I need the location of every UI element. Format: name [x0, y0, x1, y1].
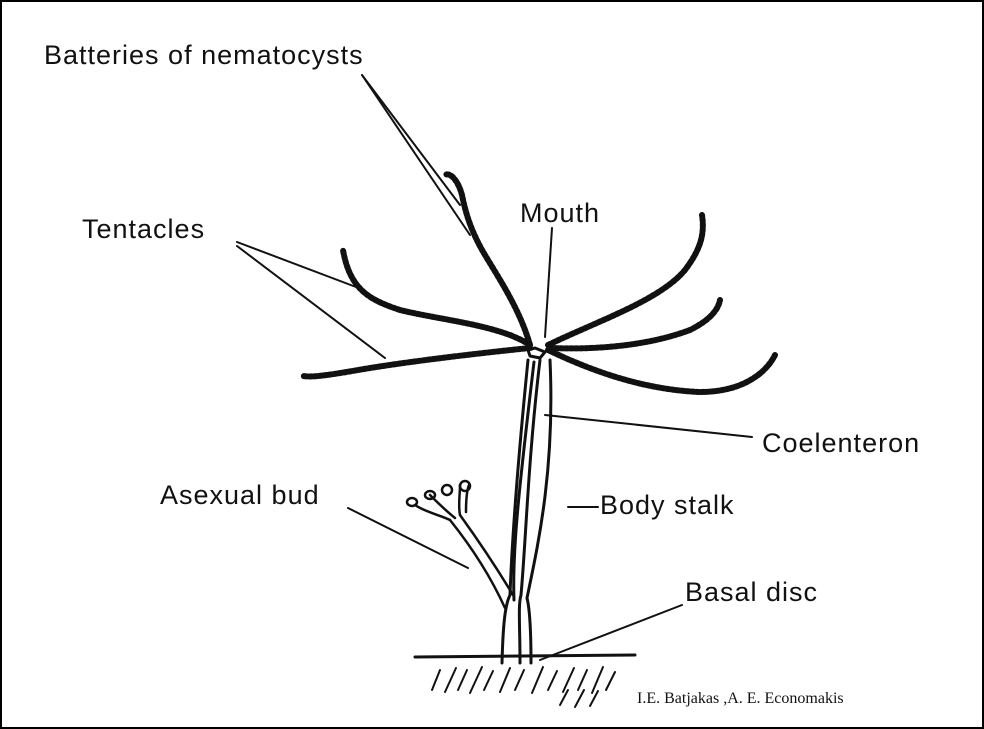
- tentacle-upper-right: [548, 215, 703, 345]
- ground-line: [415, 655, 635, 657]
- leader-nematocysts-1: [362, 75, 460, 205]
- leader-mouth: [545, 228, 552, 337]
- label-tentacles: Tentacles: [82, 214, 205, 245]
- label-nematocysts: Batteries of nematocysts: [44, 40, 364, 71]
- tentacle-lower-right: [548, 350, 775, 392]
- label-coelenteron: Coelenteron: [762, 428, 920, 459]
- leader-asexual-bud: [348, 508, 468, 568]
- body-stalk: [502, 360, 551, 663]
- author-credit: I.E. Batjakas ,A. E. Economakis: [637, 690, 844, 708]
- leader-tentacles-1: [237, 242, 356, 287]
- leader-coelenteron: [545, 415, 752, 437]
- tentacle-upper-left: [343, 250, 530, 345]
- leader-basal-disc: [540, 605, 682, 660]
- leader-nematocysts-2: [362, 75, 470, 235]
- label-basal-disc: Basal disc: [685, 577, 818, 608]
- leader-tentacles-2: [237, 246, 385, 358]
- substrate-hatching: [432, 667, 615, 707]
- leader-lines: [237, 75, 752, 660]
- tentacle-lower-left: [303, 348, 530, 376]
- label-asexual-bud: Asexual bud: [160, 480, 320, 511]
- label-mouth: Mouth: [520, 198, 600, 229]
- label-body-stalk: Body stalk: [600, 490, 735, 521]
